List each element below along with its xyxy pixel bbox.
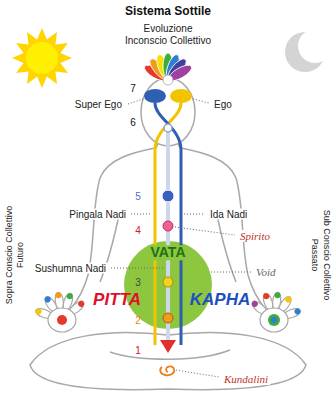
body-outline <box>30 78 306 390</box>
leader-line <box>211 272 251 273</box>
callout-number: 5 <box>135 191 141 202</box>
dosha-label: PITTA <box>93 291 141 310</box>
side-label: Passato <box>309 239 319 272</box>
fingertip <box>66 292 74 300</box>
fingertip <box>77 300 85 308</box>
fingertip <box>43 295 51 303</box>
leader-line <box>175 227 235 235</box>
leader-lines <box>111 99 251 377</box>
side-label: Sopra Conscio Collettivo <box>5 206 15 305</box>
leader-line <box>128 99 143 104</box>
channel-label: Ida Nadi <box>208 209 249 220</box>
leader-line <box>193 99 209 103</box>
fingertip <box>35 308 43 316</box>
pingala-channel <box>155 103 181 345</box>
right-arm-inner <box>216 210 236 282</box>
right-hand <box>250 292 302 332</box>
sun-disc <box>26 42 58 74</box>
palm-center-ring <box>271 317 277 323</box>
callout-number: 1 <box>135 345 141 356</box>
void-circle <box>124 241 212 329</box>
leader-line <box>176 370 219 377</box>
nabhi-chakra <box>163 277 173 287</box>
left-hand <box>34 292 86 332</box>
ego-lobe <box>170 89 192 103</box>
kundalini-coil <box>160 366 174 375</box>
side-label: Sub Conscio Collettivo <box>321 210 331 301</box>
moon-shadow <box>298 29 332 63</box>
palm-center <box>57 315 67 325</box>
diagram-title: Sistema Sottile <box>125 5 211 18</box>
channel-label: Pingala Nadi <box>67 209 128 220</box>
leg-fold <box>110 350 230 359</box>
palm <box>48 308 76 332</box>
sun-rays <box>12 28 72 88</box>
callout-number: 3 <box>135 277 141 288</box>
fingertip <box>284 295 292 303</box>
heading-note: Inconscio Collettivo <box>125 35 211 46</box>
callout-number: 6 <box>130 117 136 128</box>
part-label: Void <box>254 266 278 278</box>
ida-channel <box>155 103 181 345</box>
mooladhara-chakra <box>160 340 176 353</box>
fingertip <box>262 292 270 300</box>
leader-line <box>131 214 152 215</box>
sun <box>12 28 72 88</box>
part-label: Spirito <box>238 230 272 242</box>
fingertip <box>294 308 302 316</box>
part-label: Ego <box>212 99 234 110</box>
dosha-label: VATA <box>149 245 188 260</box>
side-label: Futuro <box>16 242 26 268</box>
callout-number: 4 <box>135 225 141 236</box>
leader-line <box>111 268 165 269</box>
fingertip <box>251 300 259 308</box>
crossed-legs <box>30 333 306 390</box>
palm-center <box>268 314 280 326</box>
leader-line <box>184 214 205 215</box>
callout-number: 2 <box>135 315 141 326</box>
part-label: Kundalini <box>222 373 270 385</box>
heading-note: Evoluzione <box>144 23 193 34</box>
fingertip <box>274 292 281 299</box>
lotus-center <box>163 75 173 85</box>
part-label: Super Ego <box>73 99 124 110</box>
palm <box>260 308 288 332</box>
sahasrara-lotus <box>142 53 194 85</box>
vishuddhi-chakra <box>162 190 174 202</box>
fingertip <box>55 292 62 299</box>
callout-number: 7 <box>130 83 136 94</box>
moon <box>285 29 332 72</box>
channel-label: Sushumna Nadi <box>33 263 108 274</box>
swadishthan-chakra <box>163 313 173 323</box>
super-ego-lobe <box>144 89 166 103</box>
dosha-label: KAPHA <box>190 291 250 310</box>
agnya-chakra <box>164 124 172 132</box>
heart-chakra <box>163 221 173 231</box>
